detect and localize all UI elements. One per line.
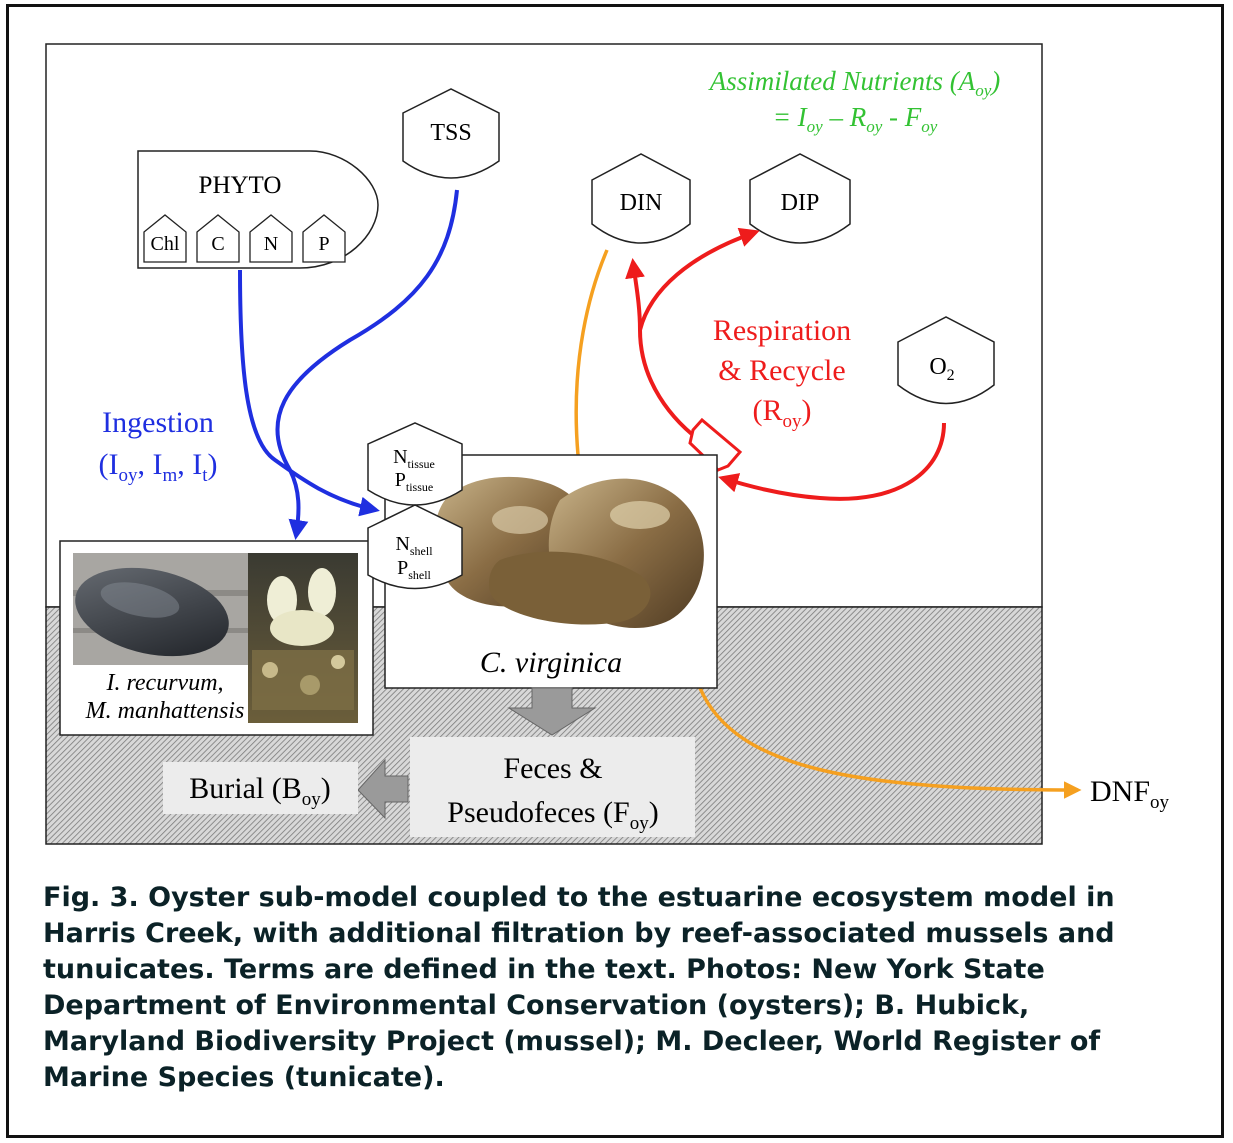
phyto-c-label: C bbox=[211, 233, 224, 255]
oyster-photo bbox=[434, 476, 704, 629]
oyster-label: C. virginica bbox=[480, 646, 622, 679]
p-tissue-label: Ptissue bbox=[395, 469, 433, 494]
ingestion-label: Ingestion bbox=[102, 406, 214, 439]
tss-label: TSS bbox=[430, 120, 471, 146]
ingestion-arrow-phyto bbox=[238, 269, 380, 517]
mussel-label-1: I. recurvum, bbox=[105, 670, 223, 696]
phyto-label: PHYTO bbox=[199, 172, 282, 199]
recycle-arrow-din-orange bbox=[574, 249, 609, 456]
burial-box bbox=[163, 762, 358, 814]
ingestion-terms: (Ioy, Im, It) bbox=[98, 448, 217, 486]
dip-label: DIP bbox=[781, 190, 820, 216]
phyto-chl-label: Chl bbox=[151, 233, 180, 255]
feces-box bbox=[410, 737, 695, 837]
burial-left-arrow bbox=[357, 758, 409, 820]
phyto-chl-shape bbox=[143, 214, 187, 263]
denitrification-arrow bbox=[698, 687, 1082, 799]
respiration-label: Respiration bbox=[713, 314, 851, 347]
phyto-c-shape bbox=[196, 214, 240, 263]
dnf-label: DNFoy bbox=[1090, 775, 1170, 813]
phyto-p-label: P bbox=[318, 233, 329, 255]
din-node bbox=[591, 153, 691, 244]
respiration-hollow-arrow bbox=[688, 417, 743, 472]
oxygen-uptake-arrow bbox=[718, 422, 946, 501]
feces-label-1: Feces & bbox=[503, 752, 602, 785]
respiration-arrow-dip bbox=[638, 227, 760, 331]
p-shell-label: Pshell bbox=[397, 557, 431, 582]
figure-caption: Fig. 3. Oyster sub-model coupled to the … bbox=[43, 882, 1115, 1093]
burial-label: Burial (Boy) bbox=[189, 772, 331, 810]
din-label: DIN bbox=[620, 190, 663, 216]
phyto-p-shape bbox=[302, 214, 346, 263]
feces-label-2: Pseudofeces (Foy) bbox=[447, 796, 658, 834]
assimilated-equation: = Ioy – Roy - Foy bbox=[773, 102, 938, 136]
o2-node bbox=[897, 316, 995, 405]
o2-label: O2 bbox=[929, 354, 954, 384]
tss-node bbox=[402, 88, 500, 179]
phyto-n-shape bbox=[249, 214, 293, 263]
mussel-photo bbox=[73, 553, 248, 665]
mussel-label-2: M. manhattensis bbox=[85, 698, 245, 724]
ingestion-arrow-tss bbox=[275, 189, 459, 540]
oyster-submodel-diagram: Assimilated Nutrients (Aoy) = Ioy – Roy … bbox=[45, 43, 1170, 845]
recycle-label: & Recycle bbox=[718, 354, 845, 387]
tissue-node bbox=[367, 422, 463, 506]
phyto-n-label: N bbox=[264, 233, 278, 255]
r-oy-label: (Roy) bbox=[753, 394, 812, 432]
n-tissue-label: Ntissue bbox=[393, 446, 435, 471]
shell-node bbox=[367, 504, 463, 590]
tunicate-photo bbox=[248, 553, 358, 723]
feces-down-arrow bbox=[507, 687, 597, 736]
phyto-components: Chl C N P bbox=[143, 214, 346, 263]
n-shell-label: Nshell bbox=[395, 533, 433, 558]
assimilated-nutrients-label: Assimilated Nutrients (Aoy) bbox=[708, 66, 1001, 100]
respiration-arrow-din bbox=[625, 258, 708, 447]
